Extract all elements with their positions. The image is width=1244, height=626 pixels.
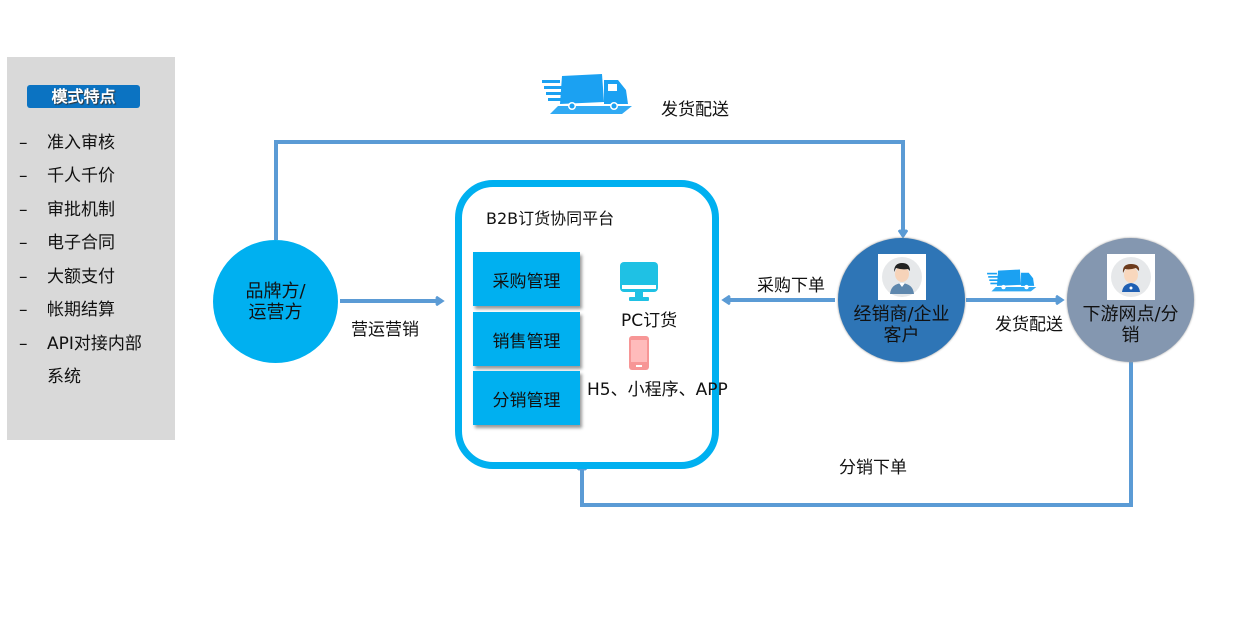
module-sales-management: 销售管理 — [473, 312, 580, 366]
module-purchase-management: 采购管理 — [473, 252, 580, 306]
module-distribution-management: 分销管理 — [473, 371, 580, 425]
platform-title: B2B订货协同平台 — [486, 209, 615, 228]
node-dealer-enterprise: 经销商/企业 客户 — [838, 238, 965, 362]
feature-item: –电子合同 — [19, 233, 115, 253]
node-downstream-outlets: 下游网点/分 销 — [1067, 238, 1194, 362]
label-top-delivery: 发货配送 — [661, 100, 729, 120]
label-purchase-order: 采购下单 — [757, 276, 825, 296]
brand-line2: 运营方 — [248, 301, 303, 323]
user-avatar-icon — [877, 254, 926, 300]
monitor-icon — [619, 261, 661, 303]
downstream-line2: 销 — [1121, 325, 1140, 346]
edge-top-delivery — [274, 140, 903, 240]
label-side-delivery: 发货配送 — [995, 315, 1063, 335]
edge-distribution-order — [582, 362, 1133, 507]
feature-item: –大额支付 — [19, 267, 115, 287]
features-panel: 模式特点 –准入审核 –千人千价 –审批机制 –电子合同 –大额支付 –帐期结算… — [7, 57, 175, 440]
smartphone-icon — [629, 336, 649, 370]
feature-item: –帐期结算 — [19, 300, 115, 320]
user-avatar-icon — [1106, 254, 1155, 300]
feature-item: –准入审核 — [19, 133, 115, 153]
feature-item: –API对接内部 — [19, 334, 142, 354]
feature-item-continuation: 系统 — [47, 367, 81, 387]
dealer-line2: 客户 — [883, 325, 920, 346]
delivery-truck-small-icon — [986, 268, 1038, 294]
brand-line1: 品牌方/ — [245, 280, 306, 302]
label-distribution-order: 分销下单 — [839, 458, 907, 478]
label-marketing: 营运营销 — [351, 320, 419, 340]
downstream-line1: 下游网点/分 — [1082, 304, 1179, 325]
node-brand-operator: 品牌方/ 运营方 — [213, 240, 338, 363]
feature-item: –千人千价 — [19, 166, 115, 186]
dealer-line1: 经销商/企业 — [853, 304, 950, 325]
delivery-truck-icon — [540, 72, 635, 118]
features-title: 模式特点 — [27, 85, 140, 108]
feature-item: –审批机制 — [19, 200, 115, 220]
label-pc-ordering: PC订货 — [621, 311, 678, 331]
label-mobile-channels: H5、小程序、APP — [587, 380, 728, 400]
